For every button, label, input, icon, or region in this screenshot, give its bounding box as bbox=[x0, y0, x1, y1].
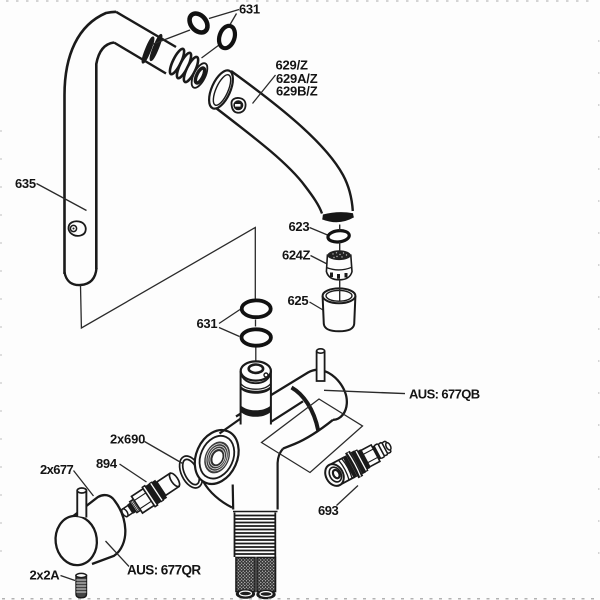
svg-text:AUS: 677QB: AUS: 677QB bbox=[409, 387, 480, 402]
svg-text:635: 635 bbox=[15, 176, 36, 191]
svg-text:624Z: 624Z bbox=[282, 248, 310, 263]
svg-text:2x677: 2x677 bbox=[40, 462, 74, 477]
svg-text:625: 625 bbox=[288, 293, 309, 308]
svg-text:629B/Z: 629B/Z bbox=[276, 84, 318, 99]
svg-text:623: 623 bbox=[289, 219, 310, 234]
svg-text:2x2A: 2x2A bbox=[30, 568, 61, 583]
svg-text:2x690: 2x690 bbox=[110, 432, 145, 447]
svg-text:629/Z: 629/Z bbox=[276, 58, 309, 73]
svg-text:631: 631 bbox=[239, 2, 260, 17]
svg-text:894: 894 bbox=[96, 456, 118, 471]
svg-text:629A/Z: 629A/Z bbox=[276, 71, 318, 86]
svg-text:693: 693 bbox=[318, 503, 338, 518]
svg-text:631: 631 bbox=[197, 316, 218, 331]
svg-text:AUS: 677QR: AUS: 677QR bbox=[127, 563, 201, 578]
